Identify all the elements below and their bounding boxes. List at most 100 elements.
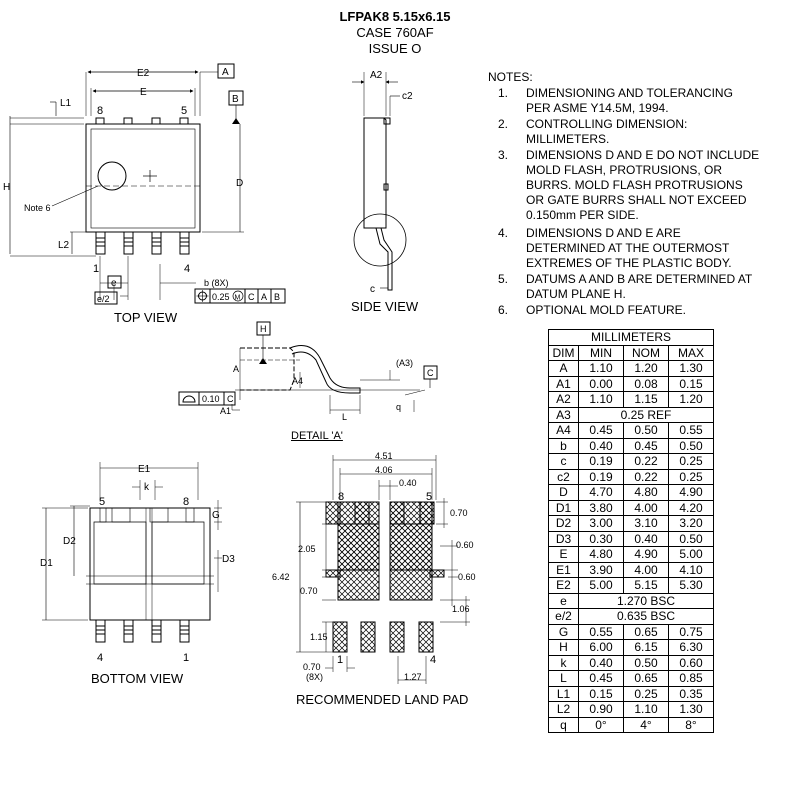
note-line: OR GATE BURRS SHALL NOT EXCEED bbox=[526, 193, 747, 207]
exposed-pad-left bbox=[93, 521, 147, 585]
table-cell-value: 0.25 bbox=[623, 685, 669, 702]
note-line: 0.150mm PER SIDE. bbox=[526, 208, 639, 222]
note-number: 2. bbox=[498, 117, 509, 131]
table-cell-value: 0.35 bbox=[668, 685, 714, 702]
note-line: MILLIMETERS. bbox=[526, 132, 610, 146]
datum-a-box bbox=[217, 63, 235, 79]
table-cell-value: 0.85 bbox=[668, 670, 714, 687]
table-cell-value: 1.30 bbox=[668, 701, 714, 718]
top-tab bbox=[151, 117, 161, 125]
label-c: c bbox=[370, 284, 375, 295]
label-d1: D1 bbox=[40, 558, 53, 569]
bottom-view bbox=[42, 462, 222, 643]
top-view-title: TOP VIEW bbox=[114, 310, 178, 325]
top-tab bbox=[95, 117, 105, 125]
fcf-b: B bbox=[274, 292, 280, 302]
label-datum-c: C bbox=[427, 368, 434, 378]
table-cell-value: 4.90 bbox=[623, 546, 669, 563]
table-cell-value: 0.22 bbox=[623, 453, 669, 470]
table-cell-value: 0.25 bbox=[668, 453, 714, 470]
table-cell-value: 5.15 bbox=[623, 577, 669, 594]
note-line: BURRS. MOLD FLASH PROTRUSIONS bbox=[526, 178, 743, 192]
top-tab bbox=[123, 117, 133, 125]
label-e2: E2 bbox=[137, 68, 150, 79]
table-cell-dim: q bbox=[548, 716, 579, 733]
label-datum-h: H bbox=[260, 324, 267, 334]
table-cell-dim: A3 bbox=[548, 406, 579, 423]
land-dim-642: 6.42 bbox=[272, 572, 290, 582]
table-cell-value: 4.80 bbox=[578, 546, 624, 563]
table-cell-value: 0.55 bbox=[668, 422, 714, 439]
table-cell-value: 0.25 bbox=[668, 468, 714, 485]
land-pad-pin bbox=[360, 621, 376, 653]
table-cell-value: 1.10 bbox=[578, 391, 624, 408]
profile-icon bbox=[182, 395, 196, 403]
land-dim-070-pin: 0.70 bbox=[303, 662, 321, 672]
table-cell-value: 6.15 bbox=[623, 639, 669, 656]
table-cell-value: 0.15 bbox=[668, 375, 714, 392]
table-cell-value: 3.20 bbox=[668, 515, 714, 532]
table-cell-value: 0.00 bbox=[578, 375, 624, 392]
note-number: 1. bbox=[498, 86, 509, 100]
land-pad-pin bbox=[332, 621, 348, 653]
table-cell-value: 0.60 bbox=[668, 654, 714, 671]
table-cell-value: 0.22 bbox=[623, 468, 669, 485]
table-cell-dim: E1 bbox=[548, 561, 579, 578]
label-a4: A4 bbox=[292, 376, 303, 386]
table-cell-value: 0.65 bbox=[623, 670, 669, 687]
land-dim-060-low: 0.60 bbox=[458, 572, 476, 582]
label-datum-a: A bbox=[222, 67, 229, 78]
detail-a-circle bbox=[353, 213, 407, 267]
label-c2: c2 bbox=[402, 91, 413, 102]
flatness-frame bbox=[178, 391, 236, 406]
land-dim-060-mid: 0.60 bbox=[456, 540, 474, 550]
label-a2: A2 bbox=[370, 70, 383, 81]
table-cell-value: 0.50 bbox=[668, 530, 714, 547]
table-cell-value: 3.90 bbox=[578, 561, 624, 578]
top-view bbox=[9, 63, 286, 304]
land-dim-070-left: 0.70 bbox=[300, 586, 318, 596]
table-cell-value: 0.75 bbox=[668, 623, 714, 640]
table-cell-dim: A4 bbox=[548, 422, 579, 439]
flatness-datum: C bbox=[227, 394, 234, 404]
table-header: MIN bbox=[578, 344, 624, 361]
land-dim-070-top: 0.70 bbox=[450, 508, 468, 518]
label-k: k bbox=[144, 482, 150, 493]
land-pad-pin bbox=[418, 621, 434, 653]
table-cell-value: 4.10 bbox=[668, 561, 714, 578]
table-cell-value: 4.90 bbox=[668, 484, 714, 501]
fcf-value: 0.25 bbox=[212, 292, 230, 302]
bottom-view-title: BOTTOM VIEW bbox=[91, 671, 184, 686]
note-line: PER ASME Y14.5M, 1994. bbox=[526, 101, 669, 115]
pin-8-label: 8 bbox=[97, 105, 103, 117]
note-line: OPTIONAL MOLD FEATURE. bbox=[526, 303, 687, 317]
table-cell-value: 0.50 bbox=[623, 654, 669, 671]
land-dim-406: 4.06 bbox=[375, 465, 393, 475]
table-cell-value: 5.00 bbox=[578, 577, 624, 594]
table-cell-value: 6.00 bbox=[578, 639, 624, 656]
table-cell-dim: L bbox=[548, 670, 579, 687]
note-line: MOLD FLASH, PROTRUSIONS, OR bbox=[526, 163, 723, 177]
table-cell-value: 4.20 bbox=[668, 499, 714, 516]
label-e1: E1 bbox=[138, 464, 151, 475]
table-cell-value: 4.00 bbox=[623, 499, 669, 516]
bottom-pin-1: 1 bbox=[183, 652, 189, 664]
table-cell-value: 4° bbox=[623, 716, 669, 733]
label-q: q bbox=[396, 402, 401, 412]
table-cell-value: 0.45 bbox=[578, 670, 624, 687]
table-cell-dim: H bbox=[548, 639, 579, 656]
